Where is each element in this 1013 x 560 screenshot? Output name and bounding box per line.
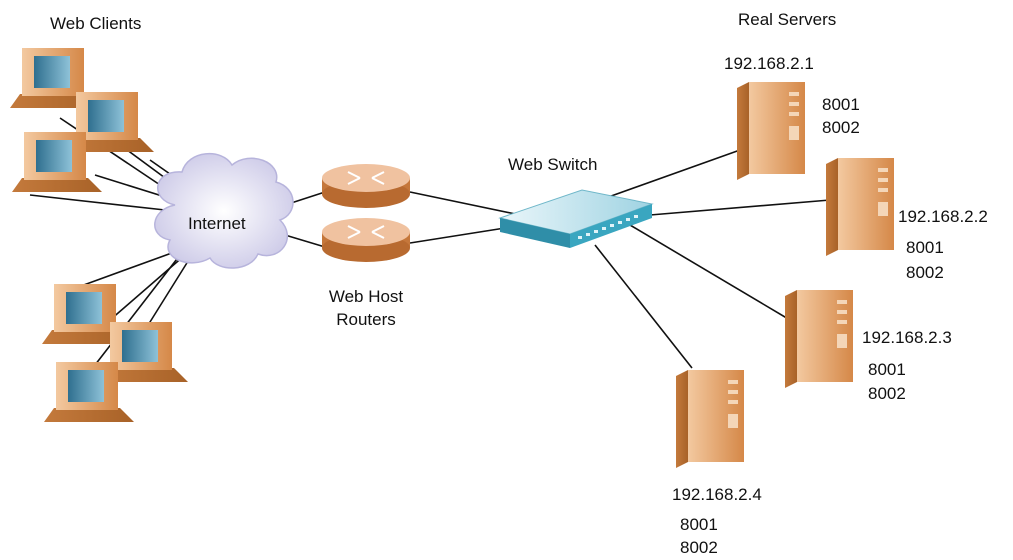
web-clients-label: Web Clients [50, 14, 142, 33]
link-client-7 [109, 254, 186, 321]
server-port: 8002 [868, 384, 906, 403]
server-ip: 192.168.2.3 [862, 328, 952, 347]
link-router-1-switch [409, 191, 521, 216]
server-port: 8001 [822, 95, 860, 114]
server-port: 8001 [868, 360, 906, 379]
server-ip: 192.168.2.1 [724, 54, 814, 73]
workstation-icon [98, 322, 188, 382]
link-internet-router-2 [284, 234, 326, 248]
server-icon [676, 370, 744, 468]
workstation-icon [42, 284, 132, 344]
links [29, 117, 831, 369]
server-port: 8001 [680, 515, 718, 534]
internet-cloud-icon [154, 152, 294, 269]
link-switch-server-4 [594, 244, 693, 369]
link-client-6 [69, 249, 181, 291]
server-icon [785, 290, 853, 388]
server-port: 8002 [822, 118, 860, 137]
routers-label-line1: Web Host [328, 287, 404, 306]
router-icon [322, 218, 410, 262]
server-ip: 192.168.2.2 [898, 207, 988, 226]
server-port: 8001 [906, 238, 944, 257]
server-icon [826, 158, 894, 256]
web-switch-label: Web Switch [508, 155, 598, 174]
workstation-icon [44, 362, 134, 422]
server-port: 8002 [906, 263, 944, 282]
workstation-icon [10, 48, 100, 108]
server-ip: 192.168.2.4 [672, 485, 762, 504]
server-icon [737, 82, 805, 180]
web-switch-icon [498, 189, 654, 248]
router-icon [322, 164, 410, 208]
real-servers-label: Real Servers [738, 10, 837, 29]
internet-label: Internet [188, 214, 246, 233]
workstation-icon [12, 132, 102, 192]
link-client-5 [29, 194, 166, 211]
link-client-9 [94, 254, 181, 366]
client-workstations [10, 48, 188, 422]
link-client-8 [144, 257, 191, 331]
link-switch-server-2 [649, 199, 831, 216]
workstation-icon [64, 92, 154, 152]
link-switch-server-1 [599, 149, 741, 201]
link-router-2-switch [409, 227, 506, 244]
routers-label-line2: Routers [336, 310, 396, 329]
server-port: 8002 [680, 538, 718, 557]
link-switch-server-3 [629, 224, 791, 321]
